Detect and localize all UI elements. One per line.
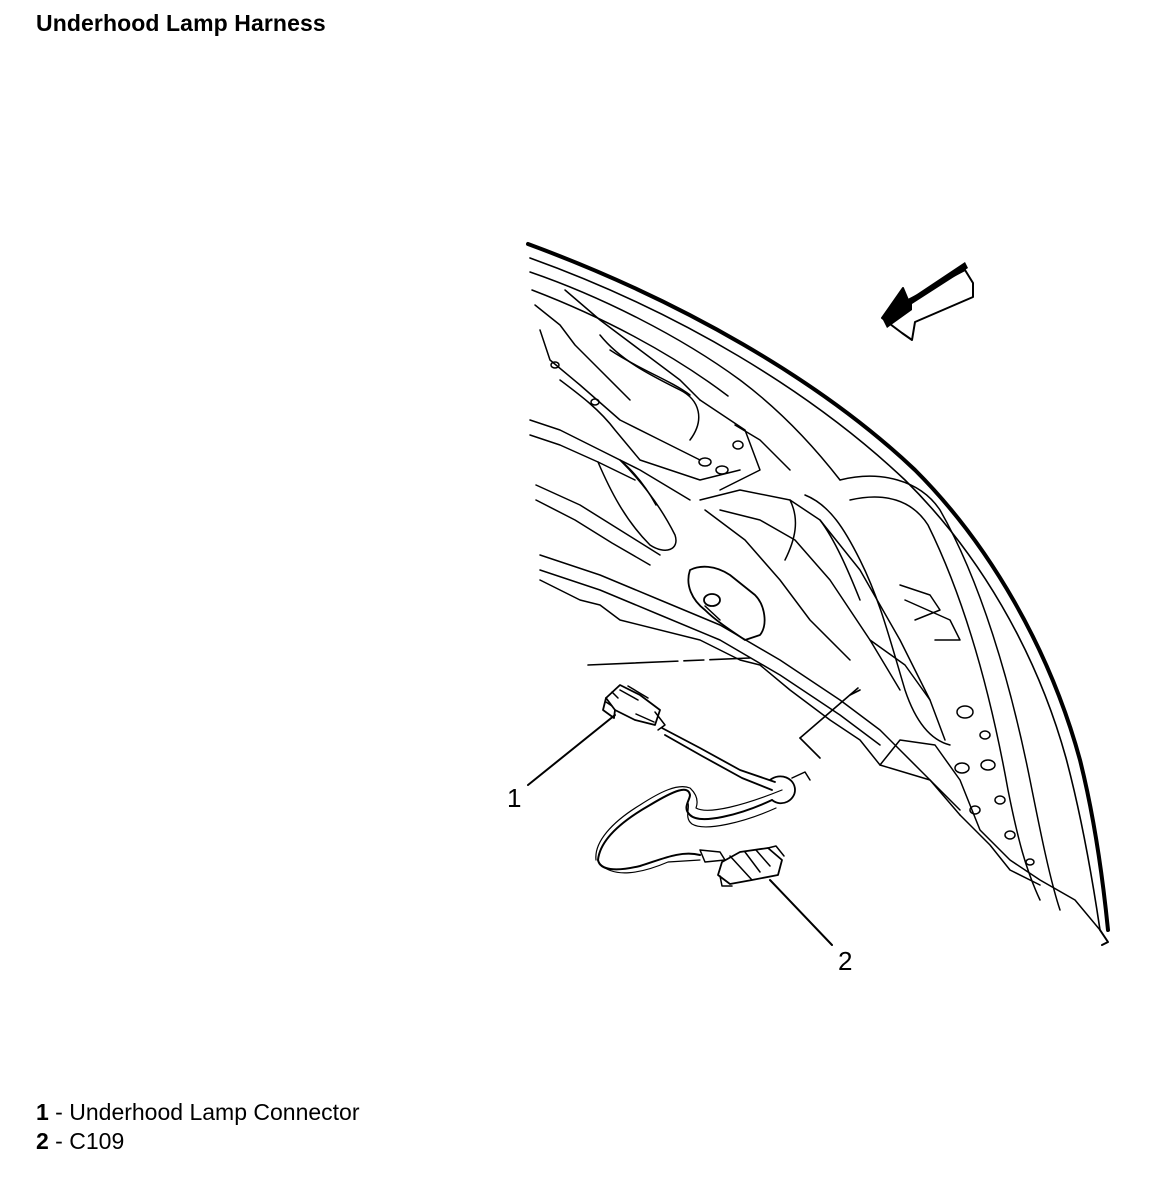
harness-routing-line: [587, 657, 751, 666]
diagram-title: Underhood Lamp Harness: [36, 10, 326, 36]
callout-2-leader: [769, 879, 833, 946]
hood-outer-edge: [526, 242, 1110, 932]
legend-separator: -: [48, 1099, 70, 1125]
legend-item: 2 - C109: [36, 1127, 360, 1156]
callout-1-number: 1: [507, 783, 521, 813]
legend-label: Underhood Lamp Connector: [69, 1099, 360, 1125]
underhood-lamp-connector-shape: [602, 684, 666, 731]
legend-number: 1: [36, 1099, 49, 1125]
legend-item: 1 - Underhood Lamp Connector: [36, 1098, 360, 1127]
callout-legend: 1 - Underhood Lamp Connector 2 - C109: [36, 1098, 360, 1156]
hood-edge-inner-line: [529, 257, 1101, 931]
legend-label: C109: [69, 1128, 125, 1154]
legend-separator: -: [48, 1128, 70, 1154]
harness-wire-upper: [661, 727, 776, 783]
legend-number: 2: [36, 1128, 49, 1154]
c109-connector-shape: [699, 845, 785, 887]
front-direction-arrow-icon: [881, 262, 974, 341]
harness-wire-loop: [597, 788, 773, 871]
callout-1-leader: [527, 714, 616, 786]
callout-2-number: 2: [838, 946, 852, 976]
